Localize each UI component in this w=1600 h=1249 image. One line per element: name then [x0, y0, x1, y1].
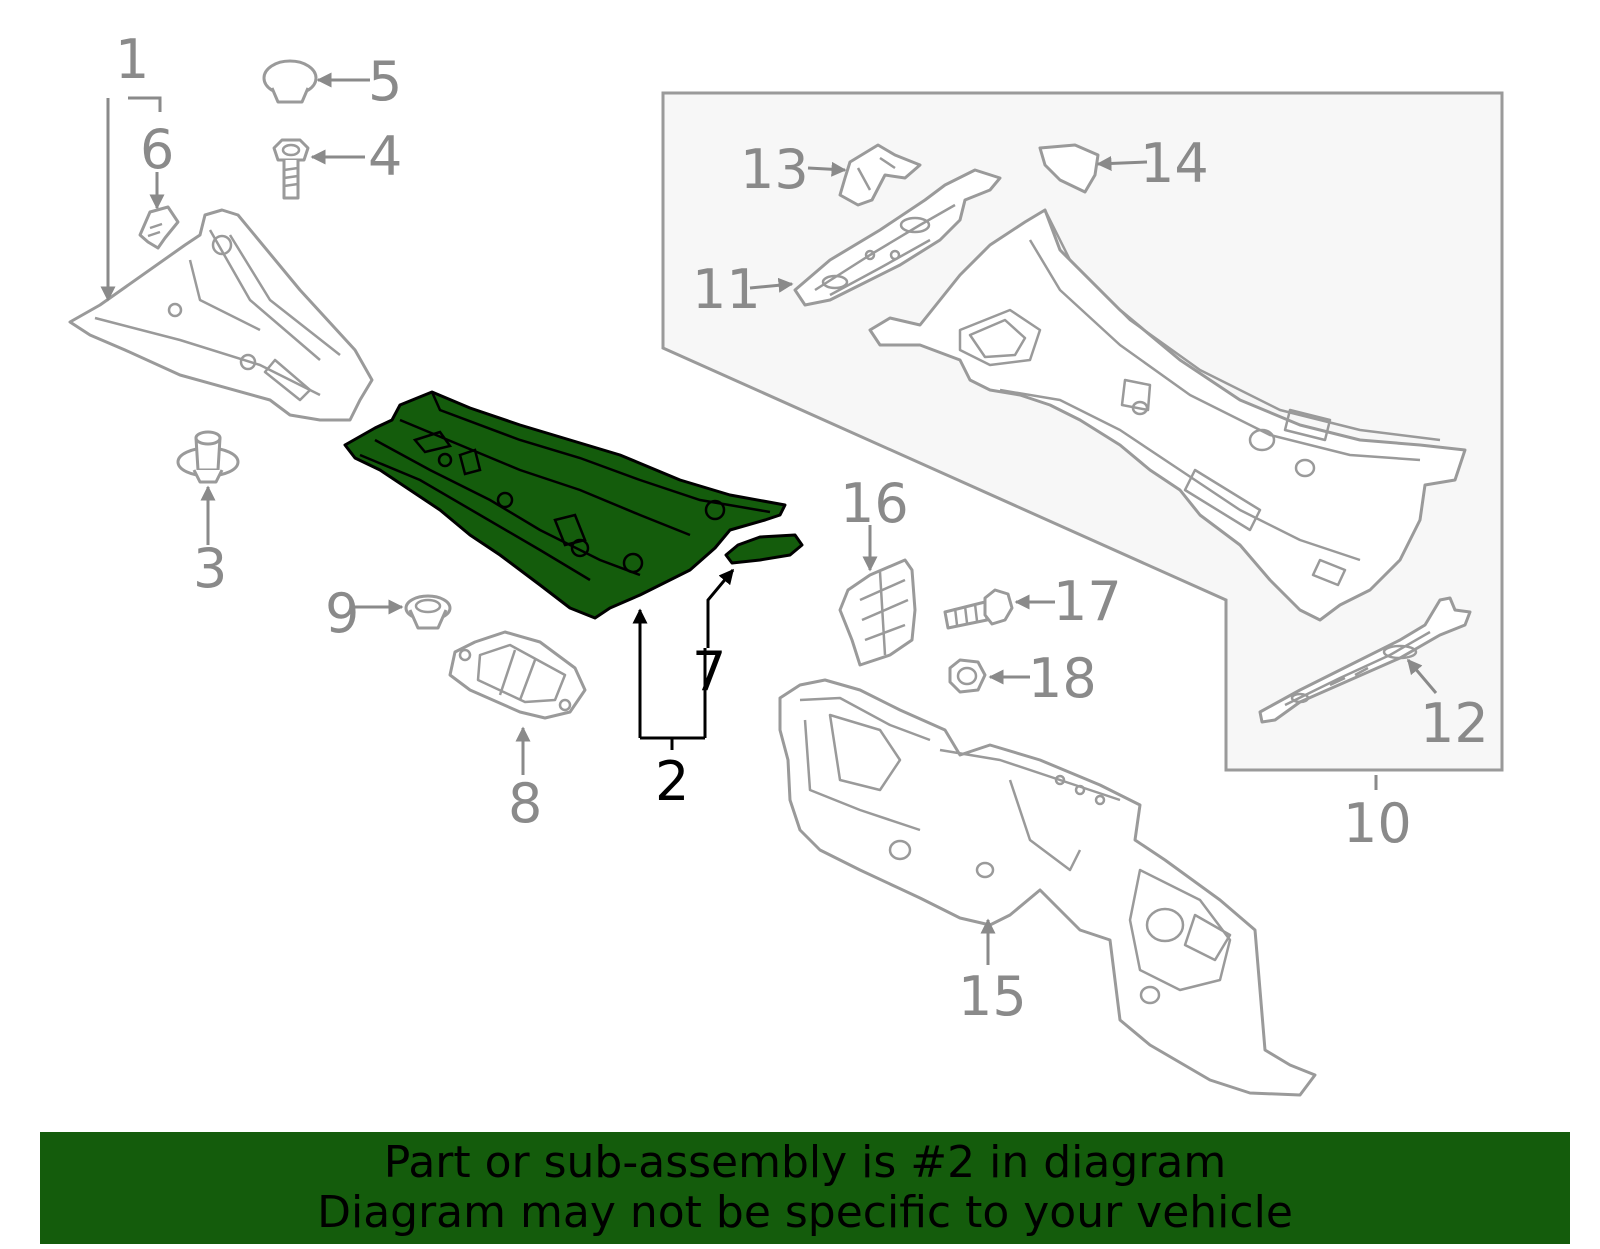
part-16-bracket — [838, 558, 917, 667]
callout-7: 7 — [692, 640, 726, 703]
part-4-bolt — [272, 138, 310, 200]
callout-5: 5 — [368, 50, 402, 113]
part-9-grommet — [404, 594, 452, 630]
callout-10: 10 — [1343, 792, 1412, 855]
part-13-bracket — [838, 143, 922, 207]
callout-labels: 1 6 5 4 3 9 8 7 2 13 14 11 12 10 16 17 1… — [115, 28, 1489, 1028]
callout-3: 3 — [193, 537, 227, 600]
part-2-cowl-top-panel — [343, 390, 787, 620]
part-18-nut — [948, 658, 987, 694]
callout-9: 9 — [325, 582, 359, 645]
callout-2: 2 — [655, 750, 689, 813]
callout-14: 14 — [1140, 132, 1209, 195]
part-8-cover-plate — [448, 630, 587, 720]
callout-15: 15 — [958, 965, 1027, 1028]
part-6-clip — [138, 205, 180, 250]
part-3-push-pin — [176, 430, 240, 484]
callout-12: 12 — [1420, 692, 1489, 755]
part-15-dash-insulator — [778, 678, 1317, 1097]
callout-16: 16 — [840, 472, 909, 535]
callout-13: 13 — [740, 138, 809, 201]
banner-line-1: Part or sub-assembly is #2 in diagram — [383, 1137, 1227, 1188]
callout-17: 17 — [1053, 570, 1122, 633]
part-7-seal — [724, 533, 804, 565]
part-14-bracket — [1038, 143, 1100, 194]
leader-lines — [108, 72, 1438, 965]
part-10-cowl-assembly — [868, 208, 1467, 622]
callout-4: 4 — [368, 125, 402, 188]
callout-6: 6 — [140, 118, 174, 181]
callout-11: 11 — [692, 258, 761, 321]
part-11-reinforcement — [793, 168, 1002, 307]
callout-8: 8 — [508, 772, 542, 835]
part-5-plug — [262, 59, 318, 104]
part-1-cowl-side-panel — [68, 208, 374, 422]
part-17-bolt — [943, 588, 1014, 630]
callout-18: 18 — [1028, 647, 1097, 710]
info-banner: Part or sub-assembly is #2 in diagram Di… — [40, 1132, 1570, 1244]
banner-line-2: Diagram may not be specific to your vehi… — [317, 1187, 1293, 1238]
part-12-reinforcement — [1258, 596, 1472, 724]
callout-1: 1 — [115, 28, 149, 91]
